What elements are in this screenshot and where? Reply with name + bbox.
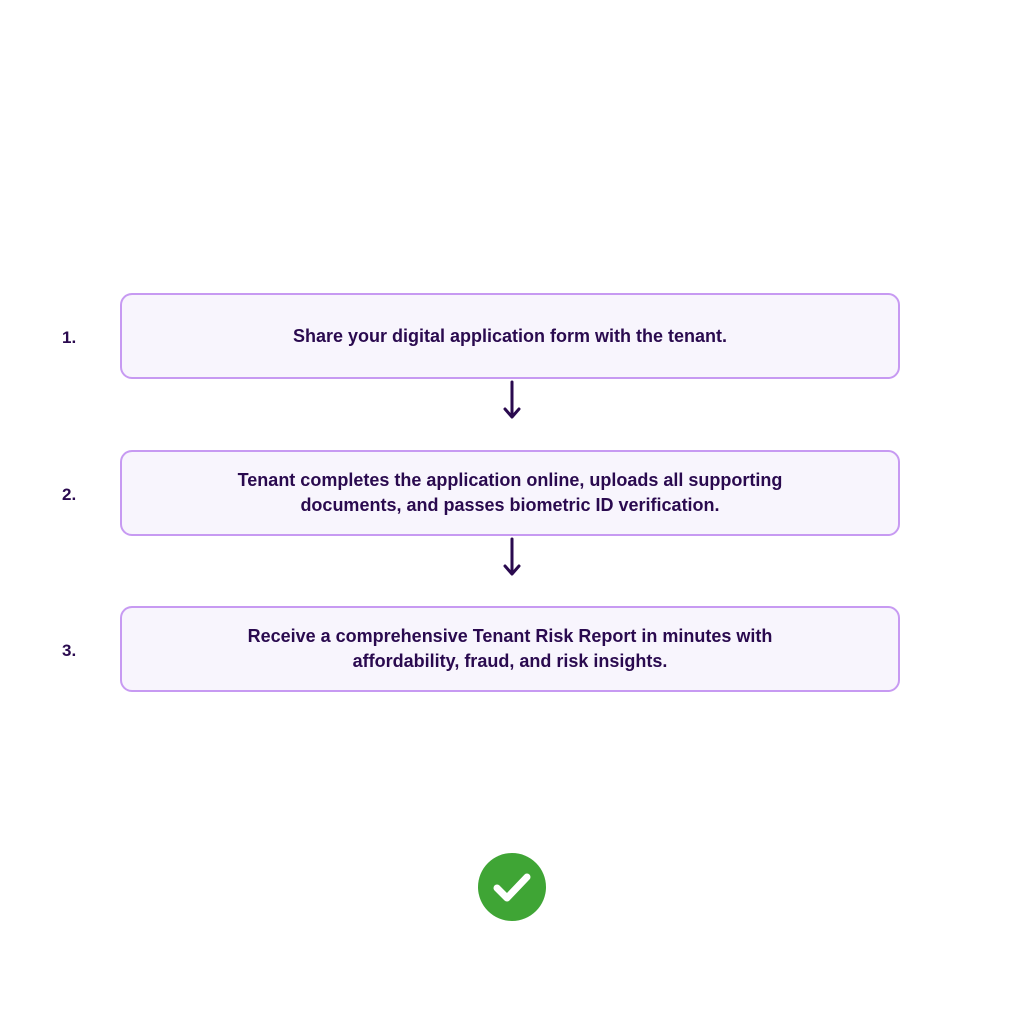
step-3-number: 3. [62,641,77,660]
step-2-number: 2. [62,485,77,504]
step-1-text: Share your digital application form with… [292,325,728,346]
step-1-number: 1. [62,328,77,347]
arrow-down-icon [503,537,521,576]
step-1-box: Share your digital application form with… [120,293,900,379]
step-2-box: Tenant completes the application online,… [120,450,900,536]
checkmark-icon [478,853,546,921]
step-3-text: Receive a comprehensive Tenant Risk Repo… [247,626,773,671]
step-3-box: Receive a comprehensive Tenant Risk Repo… [120,606,900,692]
step-2-text: Tenant completes the application online,… [237,470,783,515]
arrow-down-icon [503,380,521,419]
